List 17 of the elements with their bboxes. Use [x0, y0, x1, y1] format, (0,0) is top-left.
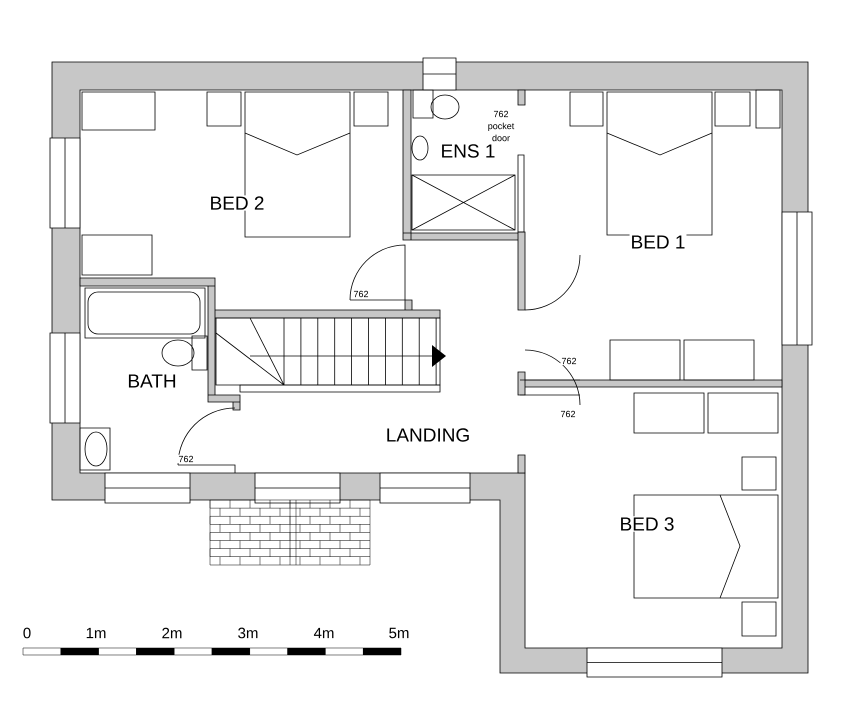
door-note: 762 pocket door — [486, 110, 516, 142]
room-label: LANDING — [384, 427, 472, 443]
room-label: ENS 1 — [440, 143, 496, 159]
scale-label: 3m — [236, 626, 260, 640]
door-width-label: 762 — [560, 356, 578, 366]
room-label: BED 1 — [630, 234, 686, 250]
room-label: BED 2 — [208, 195, 266, 211]
door-width-label: 762 — [178, 454, 195, 464]
scale-label: 4m — [312, 626, 336, 640]
scale-label: 0 — [22, 626, 32, 640]
room-label: BED 3 — [618, 516, 676, 532]
scale-label: 2m — [160, 626, 184, 640]
door-width-label: 762 — [560, 410, 577, 418]
room-label: BATH — [126, 373, 178, 389]
scale-label: 5m — [388, 626, 410, 640]
scale-label: 1m — [84, 626, 108, 640]
door-width-label: 762 — [352, 290, 370, 298]
